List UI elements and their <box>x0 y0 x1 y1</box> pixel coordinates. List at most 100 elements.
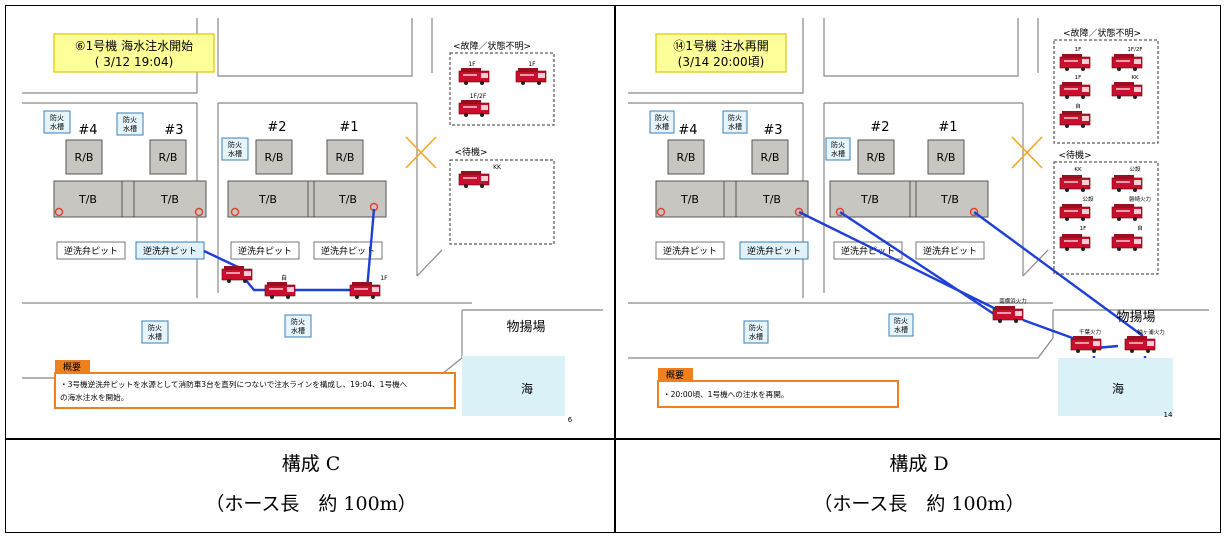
fire-truck <box>1059 174 1091 193</box>
fire-truck <box>1059 53 1091 72</box>
diagram-panel-c: ⑥1号機 海水注水開始 ( 3/12 19:04) 防火 水槽 防火 水槽 防火… <box>22 18 603 438</box>
svg-text:水槽: 水槽 <box>894 325 908 334</box>
reactor-building <box>326 139 364 175</box>
hose-line <box>203 249 241 270</box>
fire-cistern <box>141 320 169 344</box>
svg-text:防火: 防火 <box>894 316 908 325</box>
fire-cistern <box>743 320 769 344</box>
fire-truck <box>1070 335 1102 354</box>
svg-text:水槽: 水槽 <box>228 149 242 158</box>
panel-title: ⑥1号機 海水注水開始 <box>75 38 193 53</box>
svg-text:T/B: T/B <box>258 193 277 206</box>
standby-area <box>449 159 555 245</box>
fire-truck <box>1111 203 1143 222</box>
fire-truck <box>458 67 490 86</box>
pit-box-source <box>135 241 205 260</box>
reactor-building <box>667 139 705 175</box>
fire-truck <box>349 281 381 300</box>
fire-truck <box>1059 203 1091 222</box>
svg-text:KK: KK <box>493 164 502 171</box>
svg-text:自: 自 <box>1137 224 1143 232</box>
reactor-building <box>857 139 895 175</box>
title-box <box>655 33 787 73</box>
pit-box <box>915 241 985 260</box>
fire-truck <box>1111 174 1143 193</box>
svg-text:逆洗弁ピット: 逆洗弁ピット <box>663 245 717 257</box>
pit-box-source <box>739 241 809 260</box>
svg-text:水槽: 水槽 <box>831 149 845 158</box>
svg-text:1F: 1F <box>528 61 536 68</box>
svg-text:1F: 1F <box>1075 75 1082 81</box>
svg-text:公設: 公設 <box>1082 195 1094 203</box>
standby-area <box>1053 161 1159 275</box>
row-divider <box>5 438 1221 440</box>
svg-text:1F: 1F <box>1080 226 1087 232</box>
svg-text:防火: 防火 <box>148 323 162 332</box>
fire-truck <box>992 305 1024 324</box>
fire-truck <box>1111 53 1143 72</box>
panel-date: (3/14 20:00頃) <box>678 55 765 69</box>
broken-label: <故障／状態不明> <box>1063 27 1141 39</box>
fire-cistern <box>284 314 312 338</box>
svg-text:袖ヶ浦火力: 袖ヶ浦火力 <box>1137 328 1165 336</box>
svg-text:水槽: 水槽 <box>655 122 669 131</box>
standby-label: <待機> <box>454 146 487 158</box>
hose-line <box>839 210 1001 320</box>
svg-text:概要: 概要 <box>666 369 684 381</box>
svg-text:逆洗弁ピット: 逆洗弁ピット <box>238 245 292 257</box>
fire-cistern <box>43 110 71 134</box>
svg-text:磐崎火力: 磐崎火力 <box>1129 195 1151 203</box>
fire-cistern <box>825 137 851 161</box>
svg-text:1F: 1F <box>468 61 476 68</box>
fire-cistern <box>221 137 249 161</box>
svg-text:T/B: T/B <box>338 193 357 206</box>
svg-text:逆洗弁ピット: 逆洗弁ピット <box>64 245 118 257</box>
svg-text:R/B: R/B <box>75 151 94 164</box>
caption-title-d: 構成 D <box>889 453 949 475</box>
svg-text:防火: 防火 <box>123 115 137 124</box>
svg-text:T/B: T/B <box>680 193 699 206</box>
fire-truck <box>458 170 490 189</box>
svg-text:KK: KK <box>1074 167 1082 173</box>
sea-label: 海 <box>1112 381 1124 396</box>
hose-line <box>239 272 352 292</box>
svg-text:T/B: T/B <box>78 193 97 206</box>
broken-label: <故障／状態不明> <box>453 40 531 52</box>
svg-text:防火: 防火 <box>831 140 845 149</box>
pit-box <box>655 241 725 260</box>
svg-text:千葉火力: 千葉火力 <box>1079 328 1101 336</box>
svg-text:水槽: 水槽 <box>148 332 162 341</box>
svg-text:公設: 公設 <box>1129 165 1141 173</box>
broken-area <box>1053 39 1159 144</box>
fire-cistern <box>888 313 914 337</box>
sea-area <box>462 356 565 416</box>
page-number: 14 <box>1164 411 1173 419</box>
svg-text:防火: 防火 <box>749 323 763 332</box>
page-number: 6 <box>568 416 573 424</box>
fire-truck <box>264 281 296 300</box>
summary-text: の海水注水を開始。 <box>60 392 128 402</box>
standby-label: <待機> <box>1058 149 1091 161</box>
unit-label: #1 <box>938 120 957 135</box>
cross-mark <box>405 136 437 169</box>
summary-text: ・3号機逆洗弁ピットを水源として消防車3台を直列につないで注水ラインを構成し、1… <box>60 379 408 389</box>
turbine-building <box>655 180 725 218</box>
unit-label: #3 <box>763 123 782 138</box>
svg-text:R/B: R/B <box>265 151 284 164</box>
svg-text:防火: 防火 <box>228 140 242 149</box>
fire-cistern <box>116 112 144 136</box>
svg-text:1F/2F: 1F/2F <box>470 93 487 100</box>
yard-label: 物揚場 <box>506 319 545 335</box>
summary-tab <box>55 360 90 373</box>
svg-text:逆洗弁ピット: 逆洗弁ピット <box>321 245 375 257</box>
pit-box <box>313 241 383 260</box>
unit-label: #1 <box>339 120 358 135</box>
fire-truck <box>1124 335 1156 354</box>
site-diagram-c: ⑥1号機 海水注水開始 ( 3/12 19:04) 防火 水槽 防火 水槽 防火… <box>22 18 603 424</box>
svg-text:水槽: 水槽 <box>123 124 137 133</box>
summary-box <box>657 380 899 408</box>
unit-label: #4 <box>78 123 97 138</box>
table-frame <box>5 5 1221 533</box>
caption-title-c: 構成 C <box>281 453 341 475</box>
svg-text:南横浜火力: 南横浜火力 <box>999 297 1027 305</box>
